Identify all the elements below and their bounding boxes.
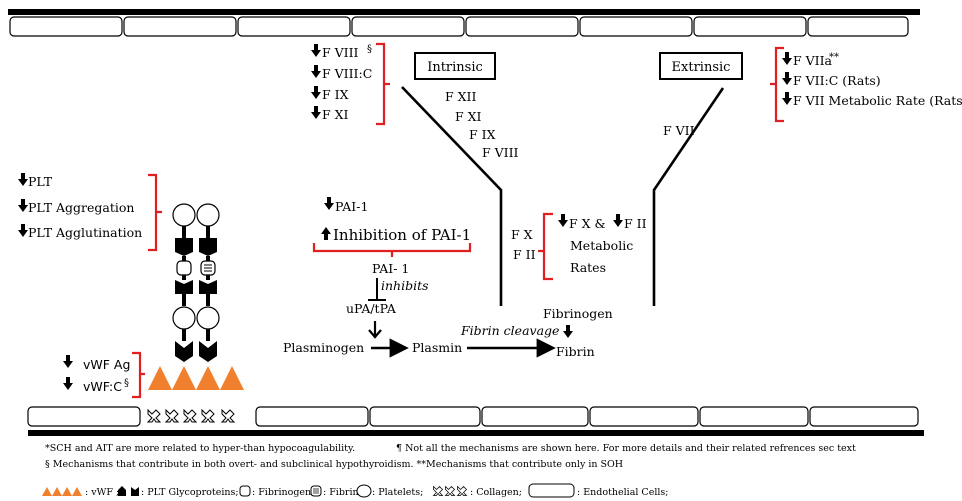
bottom-endothelial-cells	[27, 406, 919, 427]
extrinsic-pathway-line	[652, 87, 725, 306]
glycoprotein-icon	[175, 238, 193, 256]
fibrin: Fibrin	[556, 344, 595, 359]
plt-agglutination: PLT Agglutination	[28, 225, 142, 240]
glycoprotein-icon	[175, 341, 193, 362]
legend-platelet-icon	[356, 484, 372, 498]
vwf-icon	[220, 366, 244, 390]
intrinsic-factor-list: F VIII § F VIII:C F IX F XI	[311, 44, 372, 122]
vwf-icon	[148, 366, 172, 390]
footnote-1a: *SCH and AIT are more related to hyper-t…	[45, 443, 355, 454]
top-endothelial-cells	[9, 16, 909, 37]
upa-arrow	[368, 321, 382, 339]
legend-endothelial: : Endothelial Cells;	[577, 487, 668, 498]
platelet-circle	[196, 203, 220, 227]
common-fx: F X	[511, 227, 533, 242]
legend-endothelial-icon	[528, 483, 575, 498]
legend-collagen: : Collagen;	[470, 487, 522, 498]
intrinsic-pathway-factors: F XII F XI F IX F VIII	[445, 89, 519, 160]
inhibition-of-pai1: Inhibition of PAI-1	[333, 226, 471, 244]
intrinsic-title: Intrinsic	[427, 60, 483, 75]
fibrinogen: Fibrinogen	[543, 306, 613, 321]
factor-viia: F VIIa	[793, 53, 833, 68]
common-metabolic: Metabolic	[570, 238, 633, 253]
pai1: PAI-1	[335, 199, 368, 214]
section-mark: §	[124, 378, 129, 389]
pai1-bracket	[312, 243, 472, 257]
legend-platelets: : Platelets;	[372, 487, 423, 498]
platelet-bracket	[148, 173, 162, 252]
glycoprotein-icon	[199, 238, 217, 256]
extrinsic-title: Extrinsic	[672, 60, 731, 75]
footnote-2: § Mechanisms that contribute in both ove…	[45, 459, 623, 470]
factor-viii: F VIII	[322, 45, 359, 60]
legend-glyco: : PLT Glycoproteins;	[141, 487, 239, 498]
double-star-mark: **	[829, 52, 839, 63]
intrinsic-bracket	[376, 42, 390, 126]
legend-fibrinogen: : Fibrinogen;	[252, 487, 314, 498]
plasminogen: Plasminogen	[283, 340, 364, 355]
vwf-triangles	[148, 366, 244, 390]
glycoprotein-icon	[199, 341, 217, 362]
platelet-circle	[172, 306, 196, 330]
factor-ix: F IX	[322, 87, 349, 102]
fibrinogen-icon	[176, 260, 192, 276]
vwf-icon	[196, 366, 220, 390]
plt: PLT	[28, 174, 53, 189]
platelet-structure	[172, 203, 220, 362]
legend: : vWF ; : PLT Glycoproteins; : Fibrinoge…	[42, 483, 668, 498]
legend-vwf: : vWF ;	[85, 487, 119, 498]
platelet-circle	[196, 306, 220, 330]
inhibits-line	[368, 278, 386, 301]
pathway-fxii: F XII	[445, 89, 476, 104]
plasmin: Plasmin	[412, 340, 462, 355]
footnote-1b: ¶ Not all the mechanisms are shown here.…	[396, 443, 856, 454]
section-mark: §	[367, 44, 372, 55]
factor-viii-c: F VIII:C	[322, 66, 372, 81]
legend-glycoprotein-icon	[118, 486, 139, 496]
upa-tpa: uPA/tPA	[346, 301, 397, 316]
legend-fibrin-icon	[310, 485, 322, 497]
glycoprotein-icon	[175, 280, 193, 294]
common-fii-right: F II	[624, 216, 647, 231]
vwf-bracket	[132, 351, 145, 399]
common-fii: F II	[513, 247, 536, 262]
pathway-fxi: F XI	[455, 109, 482, 124]
factor-xi: F XI	[322, 107, 349, 122]
legend-collagen-icon	[433, 486, 467, 496]
factor-vii-metabolic: F VII Metabolic Rate (Rats)	[793, 93, 962, 108]
common-rates: Rates	[570, 260, 606, 275]
intrinsic-pathway-line	[401, 86, 503, 306]
intrinsic-box	[414, 52, 496, 80]
vwf-icon	[172, 366, 196, 390]
factor-vii-c: F VII:C (Rats)	[793, 73, 881, 88]
fibrin-cleavage: Fibrin cleavage	[460, 323, 559, 338]
pai1-label: PAI- 1	[372, 261, 409, 276]
common-bracket	[538, 212, 553, 281]
extrinsic-box	[659, 52, 743, 80]
glycoprotein-icon	[199, 280, 217, 294]
common-fx-fii: F X &	[569, 216, 606, 231]
vwf-ag: vWF Ag	[83, 357, 130, 372]
legend-vwf-icon	[42, 487, 82, 496]
bottom-wall-bar	[28, 430, 924, 436]
pathway-fviii: F VIII	[482, 145, 519, 160]
vwf-list: vWF Ag vWF:C §	[63, 355, 130, 394]
extrinsic-bracket	[770, 46, 784, 123]
platelet-effects: PLT PLT Aggregation PLT Agglutination	[18, 173, 142, 240]
legend-fibrin: : Fibrin;	[323, 487, 362, 498]
pathway-fvii: F VII	[663, 123, 695, 138]
platelet-circle	[172, 203, 196, 227]
pathway-fix: F IX	[469, 127, 496, 142]
collagen-row	[147, 409, 235, 423]
legend-fibrinogen-icon	[239, 485, 251, 497]
inhibits-label: inhibits	[381, 278, 429, 293]
top-wall-bar	[8, 9, 920, 15]
plt-aggregation: PLT Aggregation	[28, 200, 134, 215]
vwf-c: vWF:C	[83, 379, 122, 394]
extrinsic-factor-list: F VIIa ** F VII:C (Rats) F VII Metabolic…	[782, 52, 962, 108]
